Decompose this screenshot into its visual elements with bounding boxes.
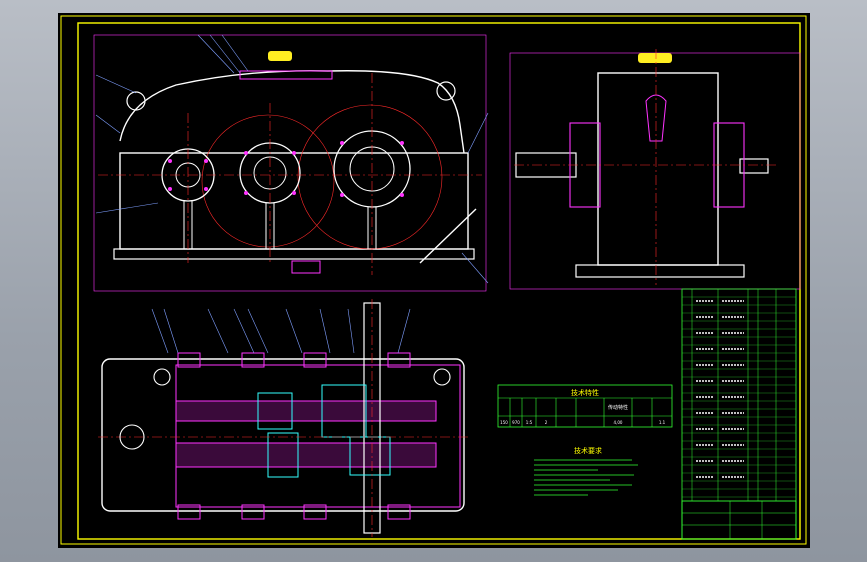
cad-viewport[interactable]: 技术特性 传动特性 150 970 1:5 2 4,00 1.1 技术要求 (58, 13, 810, 548)
plan-inner-frame (175, 364, 461, 508)
plan-housing-outline (101, 358, 465, 512)
front-view (93, 34, 489, 292)
plan-bearing-bosses (177, 352, 411, 520)
housing-ribs (183, 201, 377, 249)
tech-notes: 技术要求 (534, 446, 638, 496)
front-view-frame (93, 34, 487, 292)
parts-list-frame (681, 288, 797, 540)
housing-base (119, 152, 469, 250)
tech-table-frame (497, 384, 673, 428)
tech-notes-title: 技术要求 (574, 446, 602, 455)
title-block-lines (682, 501, 796, 539)
lifting-eye-icon (436, 81, 456, 101)
plan-gear-2 (321, 384, 367, 438)
plan-gear-1 (257, 392, 293, 430)
plan-leaders (151, 308, 411, 354)
tech-table-title: 技术特性 (571, 388, 599, 397)
filler-knob-icon (268, 51, 292, 61)
gear-pitch-circle-2 (297, 104, 443, 250)
plan-gear-3 (267, 432, 299, 478)
tech-table-col-lines (509, 398, 653, 427)
housing-cover (119, 70, 465, 154)
tech-table-value: 2 (545, 420, 548, 425)
parts-list-rows (682, 296, 796, 498)
side-view-frame (509, 52, 801, 290)
title-block (681, 500, 797, 540)
side-base (575, 264, 745, 278)
lifting-eye-icon (153, 368, 171, 386)
oil-drain-plug (291, 260, 321, 274)
parts-list-entries (696, 300, 744, 478)
assembly-drawing: 技术特性 传动特性 150 970 1:5 2 4,00 1.1 技术要求 (60, 15, 807, 545)
tech-notes-lines (534, 459, 638, 496)
tech-table-value: 1.1 (659, 420, 666, 425)
bolt-holes (168, 141, 404, 197)
front-leaders (95, 34, 489, 284)
sheet-outer-border (60, 15, 807, 545)
plan-shaft-2 (175, 442, 437, 468)
parts-list-col-lines (691, 289, 777, 501)
tech-table-value: 1:5 (526, 420, 533, 425)
plan-shaft-1 (175, 400, 437, 422)
lifting-eye-icon (126, 91, 146, 111)
output-shaft (739, 158, 769, 174)
tech-table-value: 970 (512, 420, 520, 425)
parts-list (681, 288, 797, 540)
plan-pinion-symbol (119, 424, 145, 450)
tech-table-label: 传动特性 (608, 404, 628, 411)
filler-knob-icon (638, 53, 672, 63)
tech-table: 技术特性 传动特性 150 970 1:5 2 4,00 1.1 (497, 384, 673, 428)
side-housing (597, 72, 719, 266)
plan-view (98, 299, 470, 537)
gear-pitch-circle-1 (201, 114, 335, 248)
tech-table-value: 150 (500, 420, 508, 425)
base-foot (113, 248, 475, 260)
side-view (509, 49, 801, 290)
oil-dipstick-icon (419, 208, 477, 264)
breather-body (645, 94, 667, 142)
inspection-cover (239, 70, 333, 80)
tech-table-value: 4,00 (614, 420, 623, 425)
lifting-eye-icon (433, 368, 451, 386)
